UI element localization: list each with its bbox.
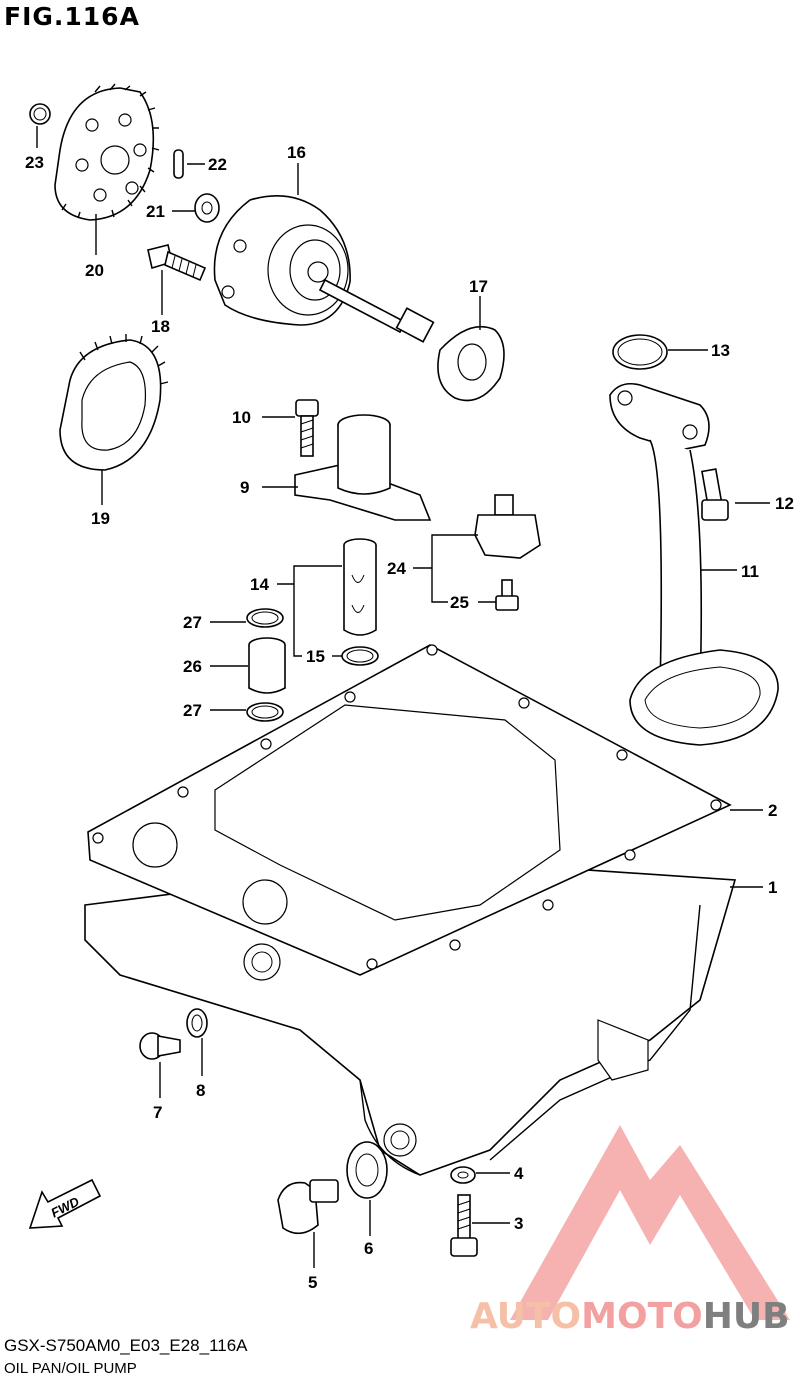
figure-title: FIG.116A bbox=[4, 2, 140, 31]
part-17-gasket bbox=[437, 326, 505, 402]
callout-26: 26 bbox=[183, 657, 202, 676]
part-13-o-ring bbox=[612, 334, 668, 370]
part-5-drain-bolt bbox=[277, 1179, 339, 1235]
part-21-washer bbox=[194, 193, 220, 223]
part-22-pin bbox=[173, 149, 184, 179]
callout-5: 5 bbox=[308, 1273, 317, 1292]
watermark-logo bbox=[510, 1125, 790, 1320]
callout-10: 10 bbox=[232, 408, 251, 427]
part-9-oil-strainer bbox=[294, 414, 432, 521]
part-11-oil-pipe bbox=[609, 382, 779, 746]
callout-numbers: 23 22 21 16 20 18 17 13 10 9 19 12 11 24… bbox=[25, 143, 794, 1292]
callout-15: 15 bbox=[306, 647, 325, 666]
callout-20: 20 bbox=[85, 261, 104, 280]
callout-13: 13 bbox=[711, 341, 730, 360]
callout-24: 24 bbox=[387, 559, 406, 578]
part-2-gasket bbox=[87, 644, 732, 976]
part-20-sprocket bbox=[54, 83, 160, 221]
leader-lines bbox=[36, 126, 770, 1268]
part-6-gasket bbox=[346, 1141, 388, 1199]
callout-4: 4 bbox=[514, 1164, 524, 1183]
part-24-pressure-switch bbox=[474, 494, 541, 559]
part-15-o-ring bbox=[341, 646, 379, 666]
part-3-bolt bbox=[450, 1194, 478, 1257]
callout-1: 1 bbox=[768, 878, 777, 897]
part-10-bolt bbox=[295, 399, 319, 457]
part-18-bolt bbox=[147, 244, 207, 282]
callout-19: 19 bbox=[91, 509, 110, 528]
part-19-gear bbox=[59, 334, 169, 471]
figure-caption: OIL PAN/OIL PUMP bbox=[4, 1360, 137, 1377]
part-16-oil-pump bbox=[213, 194, 435, 343]
part-8-washer bbox=[186, 1008, 208, 1038]
callout-7: 7 bbox=[153, 1103, 162, 1122]
callout-27b: 27 bbox=[183, 701, 202, 720]
callout-16: 16 bbox=[287, 143, 306, 162]
callout-25: 25 bbox=[450, 593, 469, 612]
callout-2: 2 bbox=[768, 801, 777, 820]
fwd-arrow-icon: FWD bbox=[28, 1178, 102, 1229]
callout-8: 8 bbox=[196, 1081, 205, 1100]
callout-27a: 27 bbox=[183, 613, 202, 632]
part-7-plug bbox=[139, 1032, 181, 1060]
part-27a-o-ring bbox=[246, 608, 284, 628]
part-12-bolt bbox=[701, 468, 729, 521]
part-14-tube bbox=[343, 538, 377, 636]
part-27b-o-ring bbox=[246, 702, 284, 722]
model-code: GSX-S750AM0_E03_E28_116A bbox=[4, 1336, 248, 1355]
callout-22: 22 bbox=[208, 155, 227, 174]
part-1-oil-pan bbox=[84, 859, 737, 1176]
callout-14: 14 bbox=[250, 575, 269, 594]
watermark-text: AUTOMOTOHUB bbox=[470, 1296, 790, 1337]
part-4-washer bbox=[450, 1166, 476, 1184]
callout-12: 12 bbox=[775, 494, 794, 513]
watermark-part1: AUTO bbox=[470, 1296, 582, 1337]
callout-17: 17 bbox=[469, 277, 488, 296]
watermark-part3: HUB bbox=[702, 1296, 790, 1337]
callout-23: 23 bbox=[25, 153, 44, 172]
callout-11: 11 bbox=[741, 562, 759, 581]
callout-18: 18 bbox=[151, 317, 170, 336]
callout-3: 3 bbox=[514, 1214, 523, 1233]
callout-9: 9 bbox=[240, 478, 249, 497]
callout-6: 6 bbox=[364, 1239, 373, 1258]
watermark-part2: MOTO bbox=[581, 1296, 703, 1337]
callout-21: 21 bbox=[146, 202, 165, 221]
part-26-collar bbox=[248, 637, 286, 694]
part-25-bolt bbox=[495, 579, 519, 611]
part-23-circlip bbox=[29, 103, 51, 125]
